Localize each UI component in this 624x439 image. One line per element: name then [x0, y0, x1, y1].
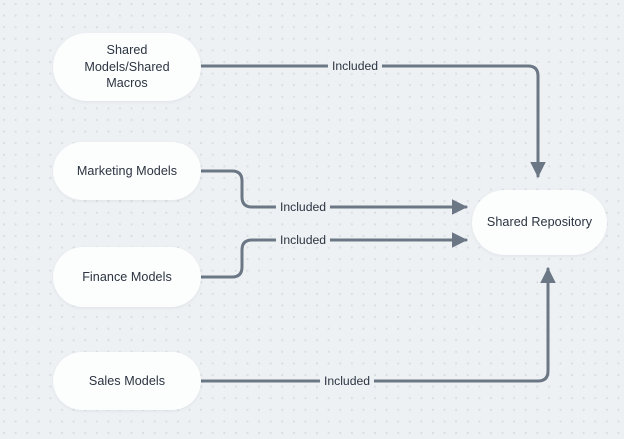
- node-shared-repository[interactable]: Shared Repository: [472, 190, 607, 255]
- edge-sales-models-path: [199, 267, 556, 383]
- node-marketing-models-label: Marketing Models: [76, 163, 178, 178]
- node-shared-models-label-line3: Macros: [106, 76, 148, 91]
- edge-finance-models-path: [199, 232, 468, 279]
- node-finance-models[interactable]: Finance Models: [53, 247, 201, 307]
- node-shared-models-label-line1: Shared: [106, 43, 148, 58]
- node-shared-models[interactable]: Shared Models/Shared Macros: [53, 33, 201, 101]
- node-sales-models[interactable]: Sales Models: [53, 352, 201, 410]
- node-shared-models-label-line2: Models/Shared: [84, 59, 170, 74]
- node-sales-models-label: Sales Models: [88, 373, 166, 388]
- edge-label-finance-models: Included: [275, 233, 331, 247]
- edge-label-sales-models: Included: [319, 374, 375, 388]
- edge-shared-models-path: [199, 64, 546, 178]
- edge-label-shared-models: Included: [327, 59, 383, 73]
- edge-marketing-models-path: [199, 169, 468, 215]
- node-marketing-models[interactable]: Marketing Models: [53, 142, 201, 200]
- edge-label-marketing-models: Included: [275, 200, 331, 214]
- node-finance-models-label: Finance Models: [82, 269, 172, 284]
- node-shared-repository-label: Shared Repository: [486, 215, 593, 230]
